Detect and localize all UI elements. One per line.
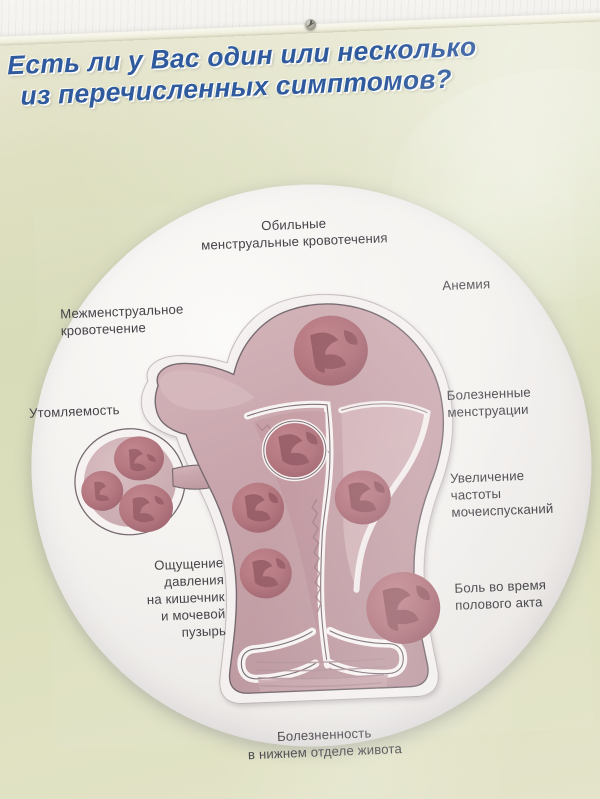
symptom-label-frequent-urination: Увеличение частоты мочеиспусканий — [449, 467, 554, 520]
uterus-fibroids-illustration — [32, 188, 595, 751]
symptom-label-pain-during-intercourse: Боль во время полового акта — [454, 577, 547, 613]
poster-board: Есть ли у Вас один или несколько из пере… — [0, 10, 600, 799]
fibroid-nodules — [232, 315, 441, 644]
screw-icon — [305, 19, 316, 30]
symptom-label-painful-menstruation: Болезненные менструации — [446, 384, 532, 420]
symptom-label-pressure: Ощущение давления на кишечник и мочевой … — [146, 555, 227, 640]
symptom-label-intermenstrual-bleeding: Межменструальное кровотечение — [59, 301, 184, 339]
